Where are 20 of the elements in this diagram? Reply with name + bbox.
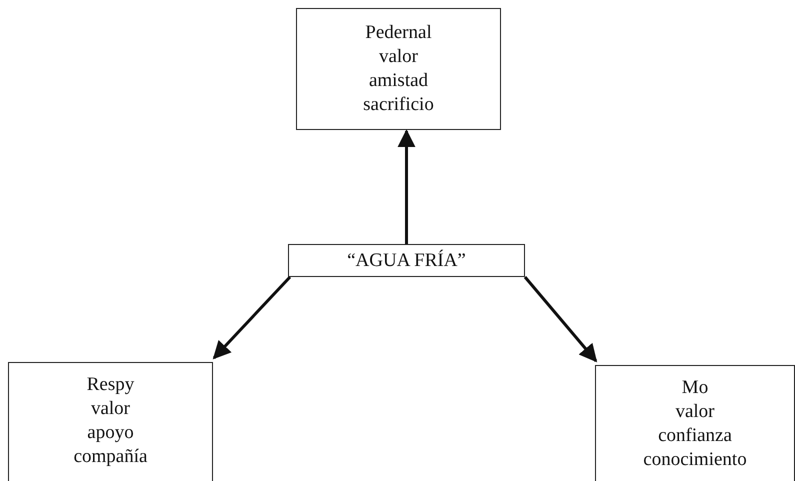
arrow bbox=[398, 129, 416, 244]
trait-label: valor bbox=[90, 397, 130, 421]
text-box bbox=[296, 8, 501, 130]
trait-label: valor bbox=[378, 45, 418, 69]
name-label: Pedernal bbox=[365, 21, 432, 45]
trait-label: confianza bbox=[658, 424, 732, 448]
trait-label: compañía bbox=[74, 445, 148, 469]
trait-label: valor bbox=[675, 400, 715, 424]
text-box bbox=[288, 244, 525, 277]
name-label: Respy bbox=[86, 373, 134, 397]
arrow bbox=[524, 276, 598, 362]
name-label: Mo bbox=[682, 376, 708, 400]
trait-label: conocimiento bbox=[643, 448, 747, 472]
arrow bbox=[212, 276, 292, 360]
text-box bbox=[595, 365, 795, 481]
name-label: “AGUA FRÍA” bbox=[347, 248, 466, 272]
trait-label: sacrificio bbox=[363, 93, 434, 117]
trait-label: apoyo bbox=[87, 421, 134, 445]
text-box bbox=[8, 362, 213, 481]
trait-label: amistad bbox=[368, 69, 428, 93]
